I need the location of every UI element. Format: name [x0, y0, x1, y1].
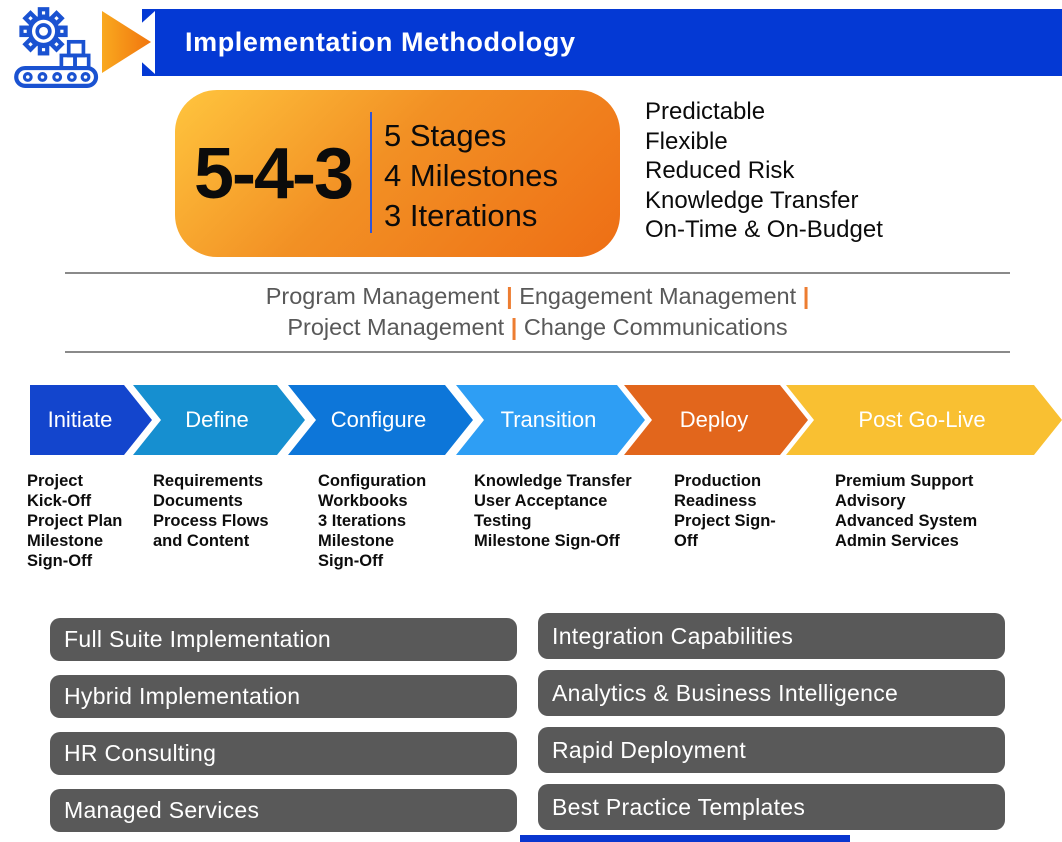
detail-line: Configuration: [318, 472, 427, 490]
service-chip-analytics-bi: Analytics & Business Intelligence: [538, 670, 1005, 716]
detail-line: Requirements: [153, 472, 264, 490]
pipe-separator: |: [802, 283, 810, 309]
stage-chevron-transition: Transition: [456, 385, 645, 455]
divider-line-top: [65, 272, 1010, 274]
detail-line: Milestone Sign-Off: [474, 532, 620, 550]
detail-line: Workbooks: [318, 492, 408, 510]
management-banner: Program Management | Engagement Manageme…: [65, 281, 1010, 343]
detail-line: Documents: [153, 492, 243, 510]
service-chip-full-suite: Full Suite Implementation: [50, 618, 517, 661]
management-item: Change Communications: [523, 314, 788, 340]
detail-line: Process Flows: [153, 512, 269, 530]
detail-line: Readiness: [674, 492, 757, 510]
stage-label: Transition: [500, 407, 597, 432]
service-chip-hr-consulting: HR Consulting: [50, 732, 517, 775]
stage-details-configure: Configuration Workbooks 3 Iterations Mil…: [318, 471, 426, 571]
stage-label: Deploy: [679, 407, 749, 432]
summary-box: 5-4-3 5 Stages 4 Milestones 3 Iterations: [175, 90, 620, 257]
benefit-item: On-Time & On-Budget: [645, 216, 883, 243]
detail-line: Milestone: [27, 532, 104, 550]
services-column-right: Integration Capabilities Analytics & Bus…: [538, 613, 1005, 830]
services-column-left: Full Suite Implementation Hybrid Impleme…: [50, 618, 517, 832]
service-chip-integration: Integration Capabilities: [538, 613, 1005, 659]
stage-label: Configure: [330, 407, 427, 432]
header-bar: Implementation Methodology: [142, 9, 1062, 76]
detail-line: Off: [674, 532, 698, 550]
service-chip-best-practice: Best Practice Templates: [538, 784, 1005, 830]
management-item: Program Management: [265, 283, 500, 309]
summary-line-milestones: 4 Milestones: [384, 158, 559, 193]
benefit-item: Flexible: [645, 127, 728, 155]
benefit-item: Reduced Risk: [645, 157, 795, 184]
detail-line: Advisory: [835, 492, 906, 510]
footer-accent-bar: [520, 835, 850, 842]
benefits-list: Predictable Flexible Reduced Risk Knowle…: [645, 97, 883, 245]
stage-label: Initiate: [47, 407, 113, 432]
production-gear-icon: [14, 7, 99, 88]
detail-line: Kick-Off: [27, 492, 92, 510]
management-line-1: Program Management | Engagement Manageme…: [65, 281, 1010, 312]
detail-line: Knowledge Transfer: [474, 472, 632, 490]
detail-line: Project Plan: [27, 512, 123, 530]
detail-line: Production: [674, 472, 762, 490]
summary-line-stages: 5 Stages: [384, 118, 507, 153]
management-item: Project Management: [287, 314, 505, 340]
detail-line: Premium Support: [835, 472, 974, 490]
pipe-separator: |: [510, 314, 518, 340]
detail-line: Sign-Off: [318, 552, 384, 570]
summary-big-number: 5-4-3: [193, 134, 354, 214]
pipe-separator: |: [506, 283, 513, 309]
detail-line: Project Sign-: [674, 512, 776, 530]
stage-details-define: Requirements Documents Process Flows and…: [153, 471, 269, 551]
stage-chevron-initiate: Initiate: [30, 385, 152, 455]
stage-details-deploy: Production Readiness Project Sign- Off: [674, 471, 776, 551]
service-chip-rapid-deployment: Rapid Deployment: [538, 727, 1005, 773]
detail-line: and Content: [153, 532, 250, 550]
summary-line-iterations: 3 Iterations: [384, 198, 538, 233]
stage-label: Define: [185, 407, 249, 432]
summary-lines: 5 Stages 4 Milestones 3 Iterations: [384, 116, 558, 236]
detail-line: 3 Iterations: [318, 512, 407, 530]
detail-line: Milestone: [318, 532, 395, 550]
stage-chevron-deploy: Deploy: [624, 385, 808, 455]
service-chip-hybrid: Hybrid Implementation: [50, 675, 517, 718]
stage-chevron-post-go-live: Post Go-Live: [786, 385, 1062, 455]
management-item: Engagement Management: [519, 283, 797, 309]
page-title: Implementation Methodology: [185, 27, 576, 57]
summary-divider: [370, 112, 372, 233]
detail-line: Testing: [474, 512, 532, 530]
stage-chevron-define: Define: [133, 385, 305, 455]
stage-details-initiate: Project Kick-Off Project Plan Milestone …: [27, 471, 122, 571]
benefit-item: Knowledge Transfer: [645, 186, 859, 214]
management-line-2: Project Management | Change Communicatio…: [65, 312, 1010, 343]
detail-line: Advanced System: [835, 512, 978, 530]
stage-details-post-go-live: Premium Support Advisory Advanced System…: [835, 471, 977, 551]
service-chip-managed-services: Managed Services: [50, 789, 517, 832]
stage-details-transition: Knowledge Transfer User Acceptance Testi…: [474, 471, 632, 551]
divider-line-bottom: [65, 351, 1010, 353]
stage-label: Post Go-Live: [858, 407, 986, 432]
detail-line: Admin Services: [835, 532, 959, 550]
benefit-item: Predictable: [645, 98, 766, 125]
stage-chevron-configure: Configure: [288, 385, 473, 455]
detail-line: Project: [27, 472, 83, 490]
detail-line: Sign-Off: [27, 552, 93, 570]
detail-line: User Acceptance: [474, 492, 608, 510]
